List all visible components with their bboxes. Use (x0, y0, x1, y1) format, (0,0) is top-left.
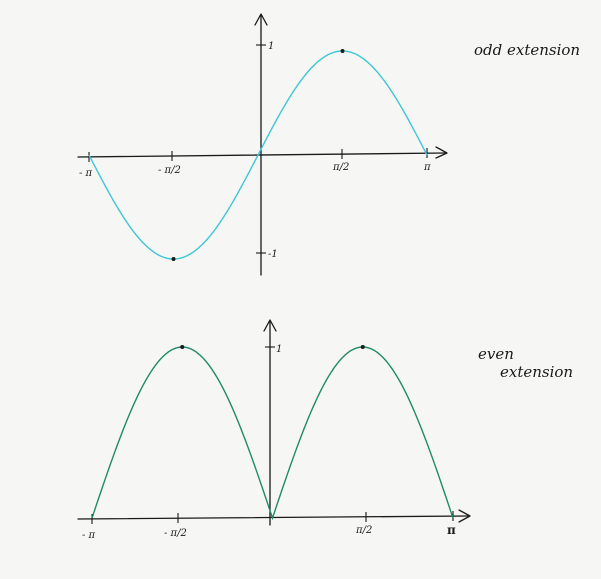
even-marked-point-right-peak (360, 345, 365, 349)
odd-x-tick-label-neg-half-pi: - π/2 (158, 165, 181, 176)
even-x-axis-arrowhead (458, 509, 471, 523)
odd-y-tick-label-neg-1: -1 (268, 249, 278, 260)
even-x-tick-label-neg-half-pi: - π/2 (164, 528, 187, 539)
odd-y-tick-label-1: 1 (268, 41, 274, 52)
odd-x-tick-label-pi: π (423, 162, 431, 173)
even-y-axis-arrowhead (263, 319, 277, 332)
odd-x-tick-label-half-pi: π/2 (332, 162, 349, 173)
odd-marked-point-max (340, 49, 345, 53)
even-x-tick-label-pi: π (447, 523, 456, 537)
odd-marked-point-min (171, 257, 176, 261)
even-y-tick-label-1: 1 (276, 344, 282, 355)
even-extension-chart: - π - π/2 π/2 π 1 even extension (77, 319, 573, 541)
even-extension-annotation-line-1: even (478, 345, 514, 363)
odd-x-tick-label-neg-pi: - π (79, 168, 93, 179)
even-x-tick-label-neg-pi: - π (82, 530, 96, 541)
odd-y-axis-arrowhead (254, 13, 268, 26)
odd-sine-curve (88, 50, 428, 260)
odd-extension-chart: - π - π/2 π/2 π 1 -1 odd extension (77, 13, 580, 276)
odd-x-axis-arrowhead (435, 146, 448, 159)
odd-extension-annotation: odd extension (474, 41, 580, 59)
even-marked-point-left-peak (180, 345, 185, 349)
even-x-tick-label-half-pi: π/2 (355, 525, 372, 536)
even-extension-annotation-line-2: extension (500, 363, 573, 381)
even-abs-sine-curve (91, 346, 454, 521)
